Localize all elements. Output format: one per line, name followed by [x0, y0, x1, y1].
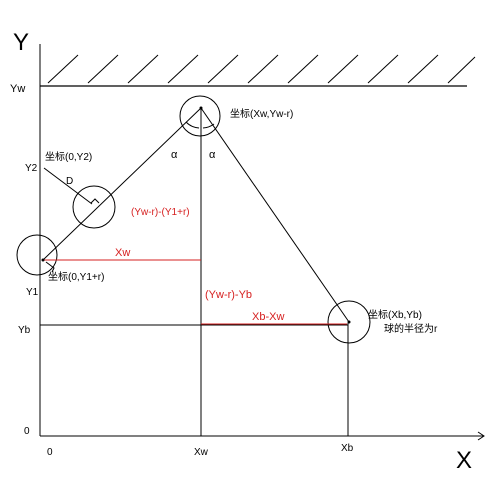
tick-xw: Xw [194, 447, 209, 458]
ball-middle [72, 185, 116, 229]
label-d: D [66, 176, 73, 187]
tick-yb: Yb [18, 325, 31, 336]
lower-left-pointer-icon [45, 261, 55, 273]
contact-point-right [347, 320, 351, 324]
tick-xb: Xb [341, 443, 354, 454]
contact-point-top [199, 106, 203, 110]
tick-yw: Yw [10, 83, 25, 95]
contact-point-left [41, 258, 45, 262]
label-point-lower-left: 坐标(0,Y1+r) [48, 271, 104, 283]
wall-hatching [47, 54, 476, 84]
right-angle-marker-icon [90, 198, 100, 204]
label-red-horizontal-xw: Xw [115, 247, 130, 259]
x-axis-arrow-icon [477, 431, 485, 441]
label-red-vertical-upper: (Yw-r)-(Y1+r) [131, 207, 190, 218]
label-alpha-right: α [209, 149, 216, 161]
label-red-vertical-lower: (Yw-r)-Yb [205, 289, 252, 301]
ball-top [179, 95, 221, 137]
tick-y1: Y1 [26, 287, 39, 298]
tick-y2: Y2 [25, 163, 38, 174]
label-point-upper-left: 坐标(0,Y2) [45, 151, 92, 163]
tick-x-origin: 0 [47, 447, 53, 458]
angle-arc-right [202, 123, 215, 129]
y-axis-label: Y [13, 29, 29, 56]
label-point-top: 坐标(Xw,Yw-r) [230, 108, 293, 120]
label-red-horizontal-xbxw: Xb-Xw [252, 311, 284, 323]
label-alpha-left: α [171, 149, 178, 161]
label-radius-note: 球的半径为r [384, 322, 438, 335]
ball-left [16, 234, 58, 276]
path-right-segment [200, 107, 350, 323]
tick-origin: 0 [24, 426, 30, 437]
path-left-segment [42, 107, 202, 261]
x-axis-label: X [456, 447, 472, 474]
ball-right [327, 300, 371, 344]
d-distance-line [43, 167, 93, 205]
angle-arc-left [185, 121, 200, 129]
label-point-right: 坐标(Xb,Yb) [368, 309, 422, 321]
